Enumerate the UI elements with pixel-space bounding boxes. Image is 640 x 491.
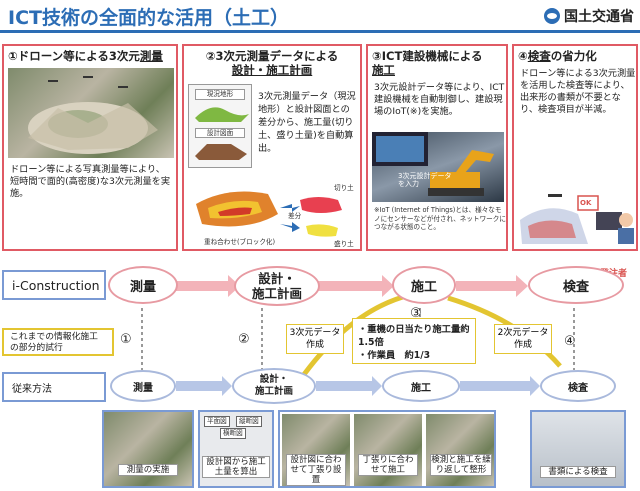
panel-inspection-body: ドローン等による3次元測量を活用した検査等により、出来形の書類が不要となり、検査… bbox=[520, 68, 636, 115]
excavator-icon bbox=[372, 132, 494, 196]
iot-note: ※IoT (Internet of Things)とは、様々なモノにセンサーなど… bbox=[374, 206, 506, 231]
map-label-merged: 重ね合わせ(ブロック化) bbox=[204, 238, 276, 246]
photo-construction-group: 設計図に合わせて丁張り設置 丁張りに合わせて施工 検測と施工を繰り返して整形 bbox=[278, 410, 496, 488]
panel-survey-title: ①ドローン等による3次元測量 bbox=[8, 49, 163, 63]
photo-inspection-group: 書類による検査 bbox=[530, 410, 626, 488]
ministry-label: 国土交通省 bbox=[544, 6, 634, 26]
ministry-name: 国土交通省 bbox=[564, 9, 634, 25]
effect-productivity: ・重機の日当たり施工量約1.5倍 bbox=[358, 324, 470, 348]
label-3d-data: 3次元データ作成 bbox=[286, 324, 344, 354]
stage-survey: 測量 bbox=[108, 266, 178, 304]
effects-box: ・重機の日当たり施工量約1.5倍 ・作業員 約1/3 bbox=[352, 318, 476, 364]
step-number-2: ② bbox=[238, 332, 250, 347]
ok-badge: OK bbox=[580, 199, 592, 207]
caption-design: 設計図から施工土量を算出 bbox=[202, 456, 270, 478]
effect-workers: ・作業員 約1/3 bbox=[358, 350, 431, 361]
cut-fill-map bbox=[196, 191, 342, 237]
panel-design-title: ②3次元測量データによる設計・施工計画 bbox=[205, 49, 339, 77]
panel-survey-body: ドローン等による写真測量等により、短時間で面的(高密度)な3次元測量を実施。 bbox=[10, 164, 171, 199]
card-label-design: 設計図面 bbox=[195, 127, 245, 138]
conv-stage-inspection: 検査 bbox=[540, 370, 616, 402]
doc-longitudinal: 縦断図 bbox=[236, 416, 262, 427]
panel-inspection-title: ④検査の省力化 bbox=[518, 49, 597, 63]
stage-construction: 施工 bbox=[392, 266, 456, 304]
doc-cross: 横断図 bbox=[220, 428, 246, 439]
step-number-1: ① bbox=[120, 332, 132, 347]
stage-inspection: 検査 bbox=[528, 266, 624, 304]
terrain-card: 現況地形 設計図面 bbox=[188, 84, 252, 168]
stage-design: 設計・ 施工計画 bbox=[234, 266, 320, 306]
panel-survey: ①ドローン等による3次元測量 ドローン等による写真測量等により、短時間で面的(高… bbox=[2, 44, 178, 251]
panel-construction: ③ICT建設機械による施工 3次元設計データ等により、ICT建設機械を自動制御し… bbox=[366, 44, 508, 251]
doc-plan: 平面図 bbox=[204, 416, 230, 427]
iconstruction-label: i-Construction bbox=[2, 270, 106, 300]
panel-design: ②3次元測量データによる設計・施工計画 現況地形 設計図面 3次元測量データ（現… bbox=[182, 44, 362, 251]
panel-construction-body: 3次元設計データ等により、ICT建設機械を自動制御し、建設現場のIoT(※)を実… bbox=[374, 82, 505, 117]
ict-machine-photo: 3次元設計データを入力 bbox=[372, 132, 504, 202]
map-label-diff: 差分 bbox=[288, 212, 302, 220]
page-title: ICT技術の全面的な活用（土工） bbox=[8, 7, 289, 29]
panel-construction-title: ③ICT建設機械による施工 bbox=[372, 49, 483, 77]
map-label-cut: 切り土 bbox=[334, 184, 354, 192]
map-label-fill: 盛り土 bbox=[334, 240, 354, 248]
ministry-logo-icon bbox=[544, 8, 560, 24]
panel-design-body: 3次元測量データ（現況地形）と設計図面との差分から、施工量(切り土、盛り土量)を… bbox=[258, 91, 356, 154]
step-number-3: ③ bbox=[410, 306, 422, 321]
inspection-illustration bbox=[520, 194, 634, 244]
trial-label: これまでの情報化施工の部分的試行 bbox=[2, 328, 114, 356]
drone-survey-photo bbox=[8, 68, 174, 158]
caption-inspection: 書類による検査 bbox=[540, 466, 616, 478]
photo-design-group: 平面図 縦断図 横断図 設計図から施工土量を算出 bbox=[198, 410, 274, 488]
caption-survey: 測量の実施 bbox=[118, 464, 178, 476]
caption-stake: 設計図に合わせて丁張り設置 bbox=[286, 454, 346, 486]
panel-inspection: ④検査の省力化 ドローン等による3次元測量を活用した検査等により、出来形の書類が… bbox=[512, 44, 638, 279]
overlay-3d-input: 3次元設計データを入力 bbox=[398, 172, 452, 188]
conventional-label: 従来方法 bbox=[2, 372, 106, 402]
caption-measure: 検測と施工を繰り返して整形 bbox=[430, 454, 492, 476]
card-label-terrain: 現況地形 bbox=[195, 89, 245, 100]
step-number-4: ④ bbox=[564, 334, 576, 349]
drone-terrain-image bbox=[28, 76, 158, 154]
header-divider bbox=[0, 30, 640, 33]
conv-stage-design: 設計・ 施工計画 bbox=[232, 368, 316, 404]
conv-stage-construction: 施工 bbox=[382, 370, 460, 402]
photo-survey-group: 測量の実施 bbox=[102, 410, 194, 488]
caption-construct: 丁張りに合わせて施工 bbox=[358, 454, 418, 476]
label-2d-data: 2次元データ作成 bbox=[494, 324, 552, 354]
conv-stage-survey: 測量 bbox=[110, 370, 176, 402]
